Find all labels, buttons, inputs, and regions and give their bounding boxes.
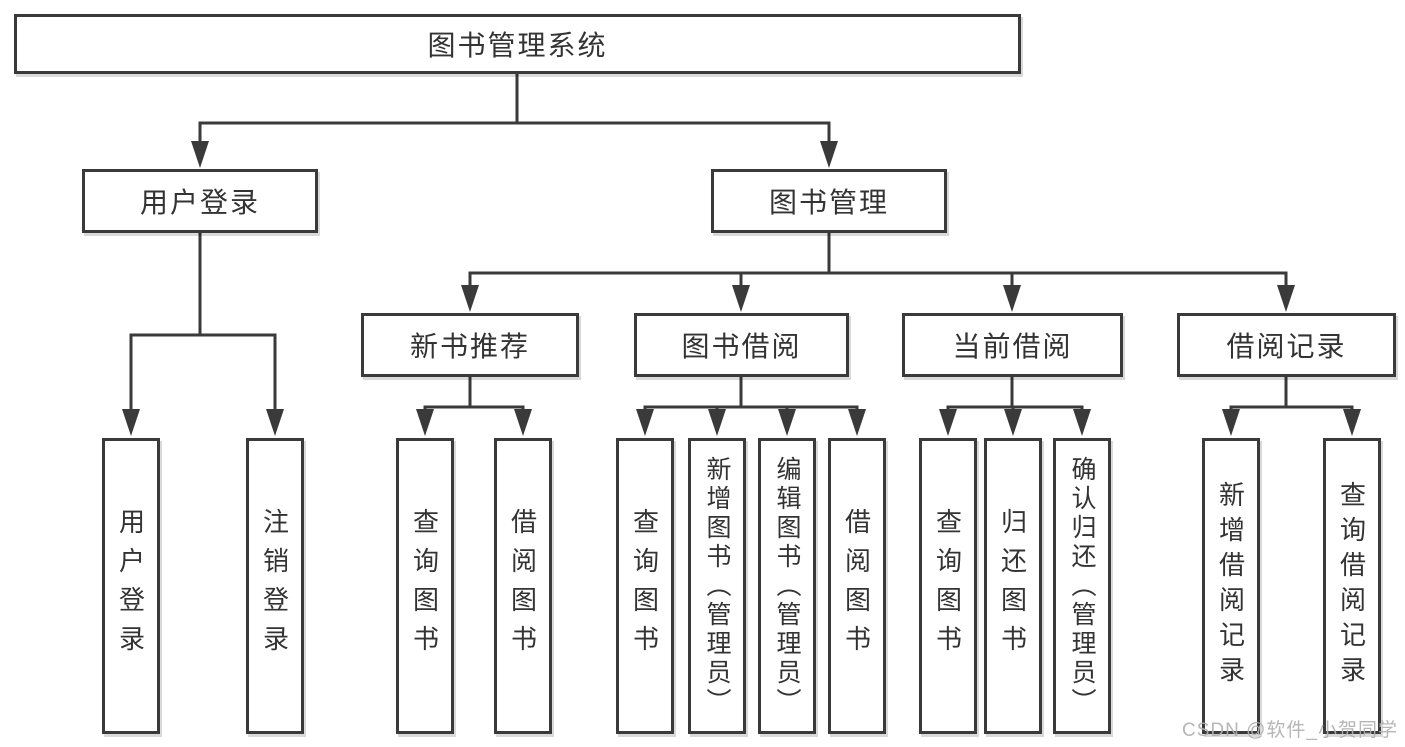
node-label: 新书推荐: [409, 331, 530, 362]
watermark: CSDN @软件_小贺同学: [1182, 720, 1398, 741]
leaf-query-books-current: 查询图书: [919, 438, 977, 734]
leaf-query-books-borrowing: 查询图书: [616, 438, 674, 734]
node-label: 借阅图书: [841, 508, 872, 664]
leaf-query-books-recommend: 查询图书: [396, 438, 454, 734]
leaf-confirm-return-admin: 确认归还（管理员）: [1053, 438, 1111, 734]
leaf-edit-book-admin: 编辑图书（管理员）: [758, 438, 816, 734]
leaf-return-books: 归还图书: [984, 438, 1042, 734]
node-label: 图书管理系统: [427, 30, 608, 61]
leaf-query-borrow-record: 查询借阅记录: [1323, 438, 1381, 734]
node-label: 借阅记录: [1226, 331, 1347, 362]
leaf-borrow-books-recommend: 借阅图书: [494, 438, 552, 734]
node-root: 图书管理系统: [14, 14, 1021, 74]
leaf-user-login: 用户登录: [102, 438, 160, 734]
node-current-borrowing: 当前借阅: [902, 313, 1123, 377]
node-label: 图书借阅: [681, 331, 802, 362]
leaf-borrow-books-borrowing: 借阅图书: [828, 438, 886, 734]
node-label: 用户登录: [139, 187, 260, 218]
leaf-add-borrow-record: 新增借阅记录: [1202, 438, 1260, 734]
arrowhead-icon: [122, 141, 1361, 436]
node-label: 确认归还（管理员）: [1068, 455, 1096, 717]
node-label: 用户登录: [115, 508, 146, 664]
leaf-logout: 注销登录: [246, 438, 304, 734]
node-label: 查询图书: [409, 508, 440, 664]
node-label: 借阅图书: [507, 508, 538, 664]
node-book-management: 图书管理: [711, 169, 947, 233]
node-label: 注销登录: [259, 508, 290, 664]
node-book-borrowing: 图书借阅: [634, 313, 849, 377]
node-label: 查询借阅记录: [1336, 481, 1367, 691]
node-label: 查询图书: [932, 508, 963, 664]
node-label: 新增借阅记录: [1215, 481, 1246, 691]
node-label: 当前借阅: [952, 331, 1073, 362]
node-label: 查询图书: [629, 508, 660, 664]
node-new-book-recommend: 新书推荐: [361, 313, 579, 377]
node-label: 编辑图书（管理员）: [773, 455, 801, 717]
node-user-login: 用户登录: [82, 169, 318, 233]
node-label: 新增图书（管理员）: [703, 455, 731, 717]
node-label: 图书管理: [768, 187, 889, 218]
leaf-add-book-admin: 新增图书（管理员）: [688, 438, 746, 734]
node-label: 归还图书: [997, 508, 1028, 664]
node-borrow-records: 借阅记录: [1177, 313, 1396, 377]
